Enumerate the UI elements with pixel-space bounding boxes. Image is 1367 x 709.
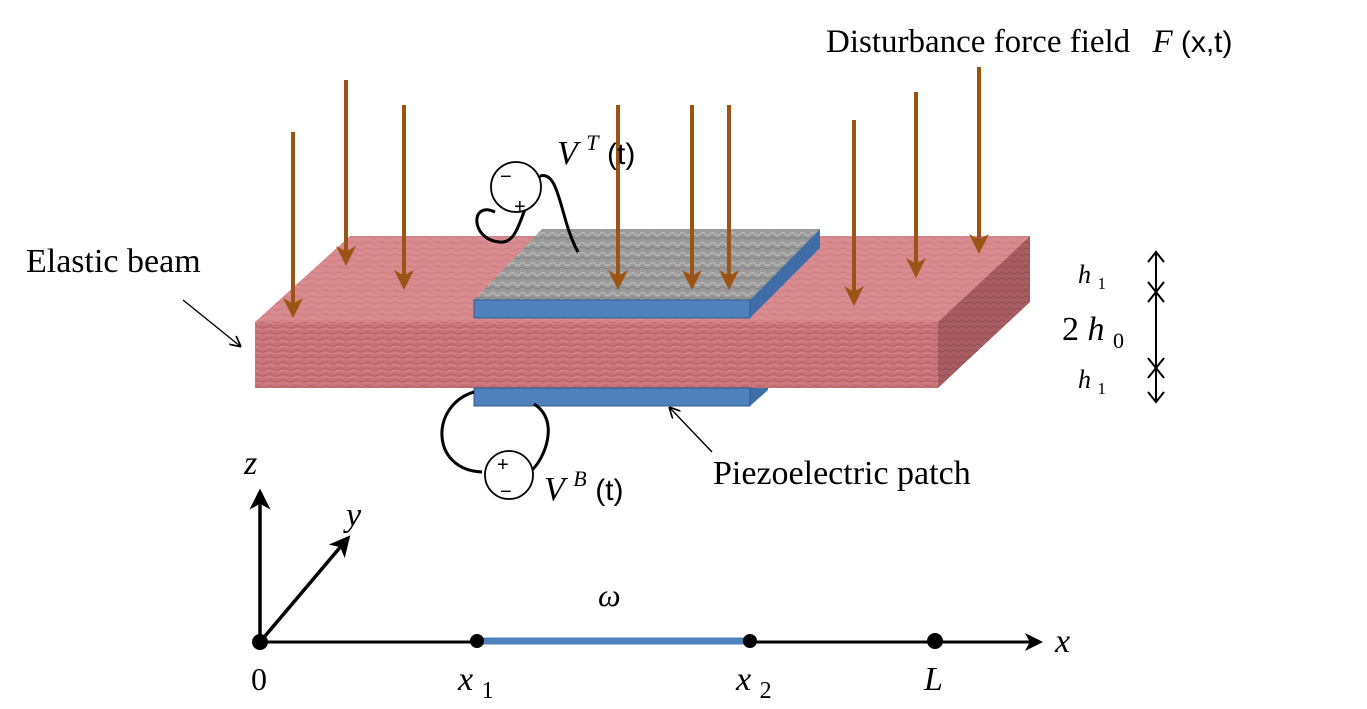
thickness-indicator <box>1147 250 1165 404</box>
force-arrows <box>283 67 989 318</box>
patch-label: Piezoelectric patch <box>713 455 971 492</box>
plus-sign: + <box>514 196 526 218</box>
minus-sign: − <box>500 166 512 188</box>
y-axis-label: y <box>343 497 362 534</box>
bottom-voltage-superscript: B <box>573 466 586 491</box>
x2-label: x 2 <box>735 661 772 704</box>
bottom-layer-thickness: h 1 <box>1078 365 1106 398</box>
force-symbol: F <box>1151 24 1173 60</box>
L-point <box>927 633 943 649</box>
patch-pointer <box>670 408 713 453</box>
bottom-patch <box>473 387 751 407</box>
bottom-voltage-args: (t) <box>595 474 623 507</box>
domain-label: ω <box>598 577 621 613</box>
top-voltage-label: V T (t) <box>557 121 635 172</box>
bottom-patch-side <box>750 388 768 406</box>
x1-label: x 1 <box>457 661 494 704</box>
y-axis <box>258 535 351 644</box>
x2-point <box>743 634 757 648</box>
top-voltage-source: − + <box>490 161 542 218</box>
top-patch-side <box>750 229 820 318</box>
minus-sign: − <box>500 481 512 503</box>
top-voltage-symbol: V <box>557 135 582 172</box>
top-patch-edge <box>473 299 751 319</box>
beam-side-face <box>938 236 1030 388</box>
plus-sign: + <box>497 454 509 476</box>
beam-label: Elastic beam <box>26 243 201 280</box>
force-field-text: Disturbance force field <box>826 24 1131 60</box>
top-layer-thickness: h 1 <box>1078 260 1106 293</box>
origin-label: 0 <box>251 661 267 697</box>
force-field-label: Disturbance force field F (x,t) <box>826 24 1233 60</box>
x1-point <box>470 634 484 648</box>
bottom-voltage-source: + − <box>484 450 534 503</box>
bottom-voltage-symbol: V <box>544 471 569 508</box>
beam-front-face <box>255 322 938 388</box>
L-label: L <box>923 661 943 698</box>
core-thickness: 2 h 0 <box>1062 311 1124 353</box>
origin-point <box>252 634 268 650</box>
force-args: (x,t) <box>1181 26 1233 59</box>
top-voltage-args: (t) <box>607 138 635 171</box>
bottom-voltage-label: V B (t) <box>544 457 624 508</box>
bottom-wire <box>440 390 550 474</box>
z-axis-label: z <box>243 445 257 482</box>
top-voltage-superscript: T <box>586 130 600 155</box>
x-axis-label: x <box>1054 623 1070 660</box>
beam-pointer <box>182 299 240 346</box>
